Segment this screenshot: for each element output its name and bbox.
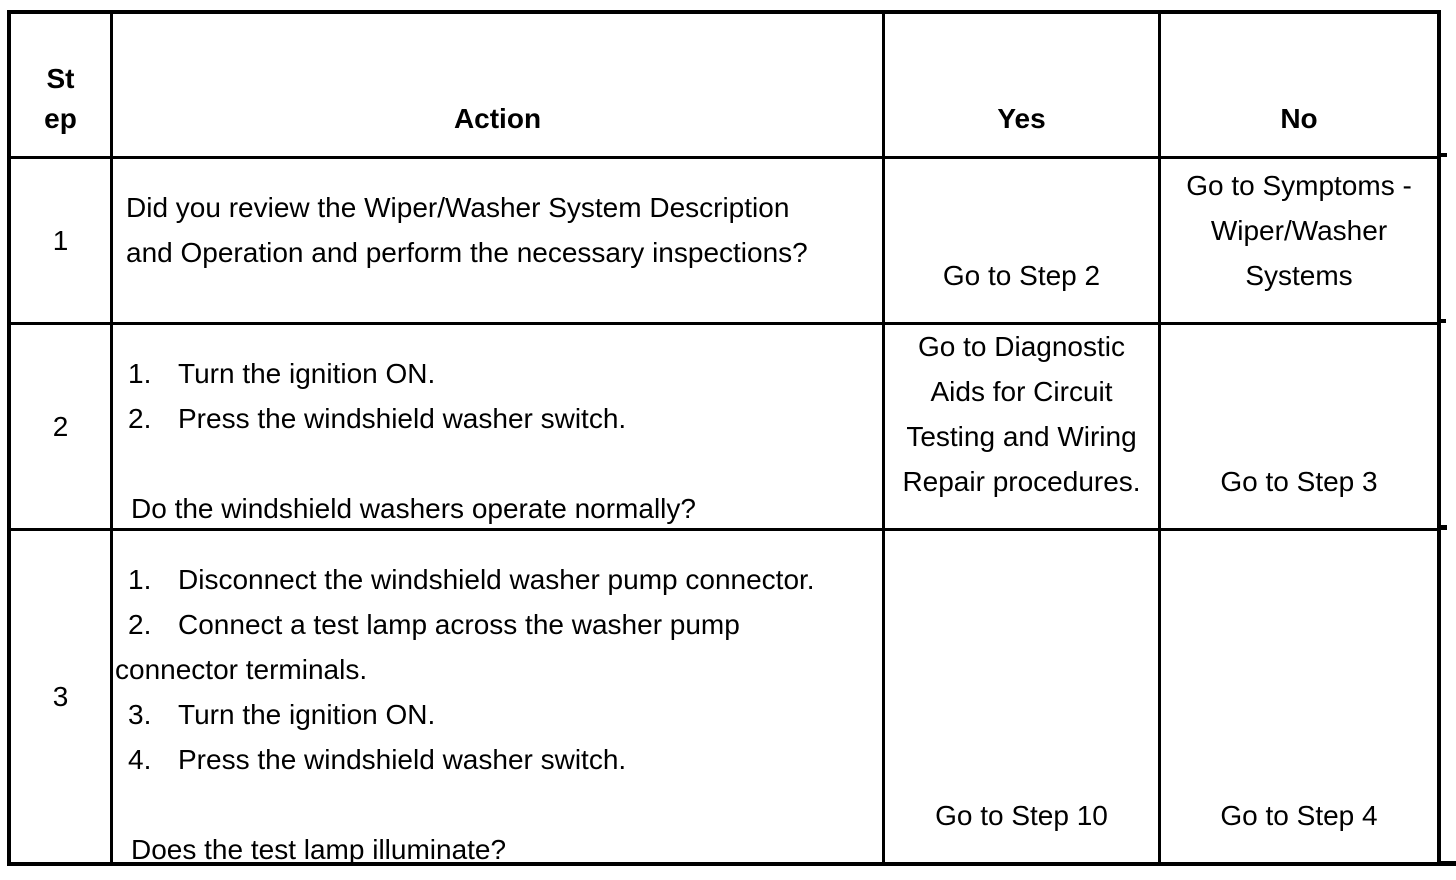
- list-text: Disconnect the windshield washer pump co…: [178, 564, 815, 595]
- yes-line: Go to Diagnostic: [918, 331, 1125, 362]
- step-cell: 1: [11, 159, 110, 322]
- no-cell: Go to Step 4: [1161, 531, 1437, 862]
- step-cell: 2: [11, 325, 110, 528]
- action-line: 3. Turn the ignition ON.: [113, 692, 876, 737]
- yes-line: Aids for Circuit: [930, 376, 1113, 407]
- list-text: Connect a test lamp across the washer pu…: [178, 609, 740, 640]
- action-line: Does the test lamp illuminate?: [131, 834, 507, 862]
- list-text: Turn the ignition ON.: [178, 358, 436, 389]
- action-line: 1. Disconnect the windshield washer pump …: [113, 557, 876, 602]
- border-stub: [1441, 319, 1446, 323]
- yes-line: Go to Step 2: [942, 260, 1101, 291]
- action-line: 2. Press the windshield washer switch.: [113, 396, 876, 441]
- list-number: 4.: [128, 744, 152, 775]
- header-action: Action: [113, 14, 882, 156]
- border-stub: [1441, 153, 1447, 157]
- list-number: 2.: [128, 403, 152, 434]
- no-line: Systems: [1245, 260, 1353, 291]
- action-line: Do the windshield washers operate normal…: [131, 493, 696, 524]
- list-number: 1.: [128, 564, 152, 595]
- action-line: [113, 782, 876, 827]
- yes-line: Go to Step 10: [935, 800, 1108, 831]
- yes-line: Testing and Wiring: [906, 421, 1137, 452]
- no-line: Go to Step 3: [1220, 466, 1378, 497]
- header-step: St ep: [11, 14, 110, 156]
- diagnostic-table: St ep Action Yes No 1 Did you review the …: [7, 10, 1441, 866]
- action-cell: 1. Disconnect the windshield washer pump …: [113, 531, 882, 862]
- action-line: 4. Press the windshield washer switch.: [113, 737, 876, 782]
- step-cell: 3: [11, 531, 110, 862]
- action-line: and Operation and perform the necessary …: [126, 237, 808, 268]
- list-text: Press the windshield washer switch.: [178, 744, 627, 775]
- header-no: No: [1161, 14, 1437, 156]
- yes-cell: Go to Step 10: [885, 531, 1158, 862]
- header-yes: Yes: [885, 14, 1158, 156]
- border-stub: [1441, 861, 1456, 866]
- no-line: Wiper/Washer: [1210, 215, 1388, 246]
- no-line: Go to Symptoms -: [1186, 170, 1412, 201]
- list-text: Turn the ignition ON.: [178, 699, 436, 730]
- yes-cell: Go to Step 2: [885, 159, 1158, 322]
- border-stub: [1441, 525, 1447, 530]
- list-number: 1.: [128, 358, 152, 389]
- action-line: Did you review the Wiper/Washer System D…: [126, 192, 790, 223]
- yes-line: Repair procedures.: [902, 466, 1141, 497]
- action-line: 1. Turn the ignition ON.: [113, 351, 876, 396]
- action-line: connector terminals.: [115, 654, 368, 685]
- action-line: [113, 441, 876, 486]
- action-cell: 1. Turn the ignition ON. 2. Press the winds…: [113, 325, 882, 528]
- list-number: 2.: [128, 609, 152, 640]
- list-number: 3.: [128, 699, 152, 730]
- action-cell: Did you review the Wiper/Washer System D…: [113, 159, 882, 322]
- no-cell: Go to Step 3: [1161, 325, 1437, 528]
- action-line: 2. Connect a test lamp across the washer …: [113, 602, 876, 647]
- no-line: Go to Step 4: [1220, 800, 1378, 831]
- list-text: Press the windshield washer switch.: [178, 403, 627, 434]
